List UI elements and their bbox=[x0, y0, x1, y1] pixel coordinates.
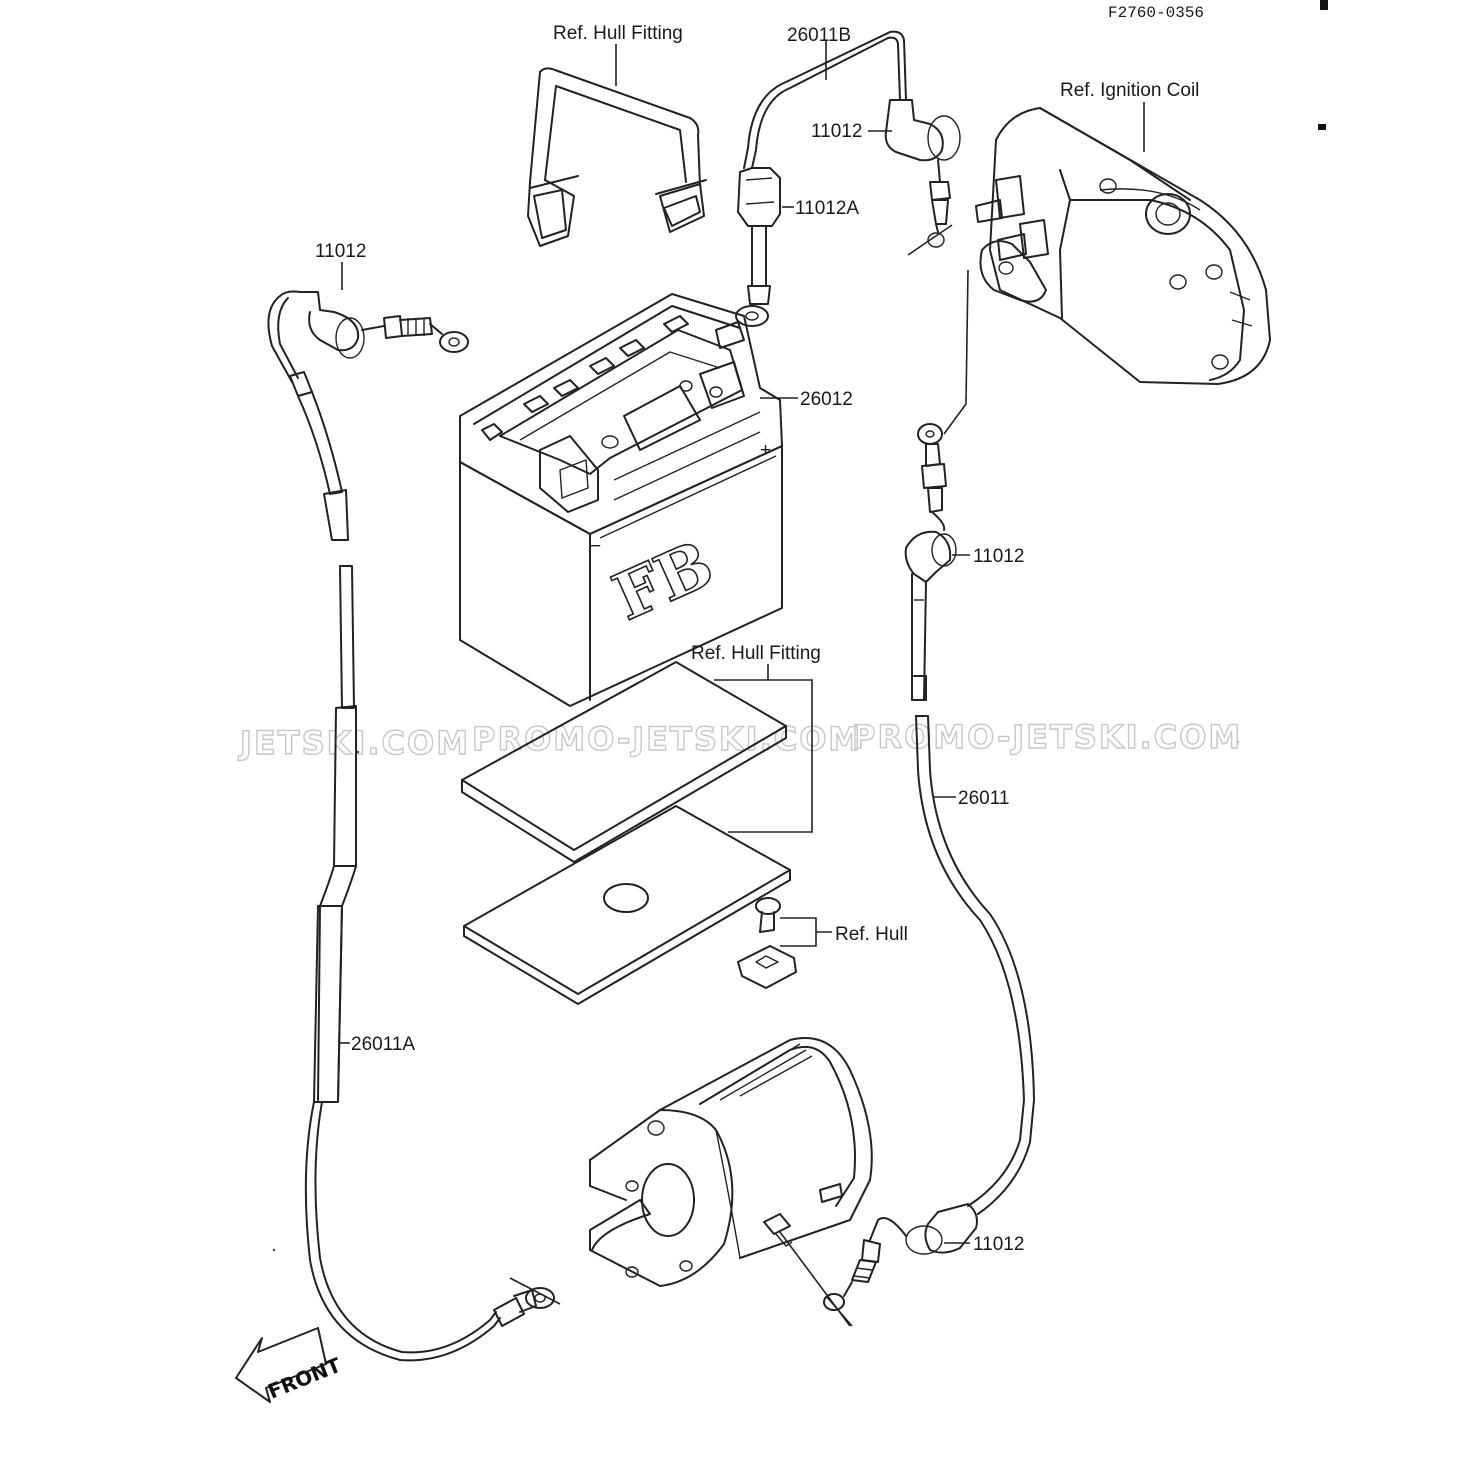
battery-plus: + bbox=[760, 440, 771, 461]
leader-starter-terminal bbox=[779, 1231, 851, 1327]
speck bbox=[1236, 740, 1240, 744]
label-hull: Ref. Hull bbox=[835, 924, 908, 945]
cable-26011b bbox=[735, 30, 961, 327]
front-arrow-label: FRONT bbox=[264, 1353, 344, 1404]
battery-minus: − bbox=[590, 536, 601, 557]
battery bbox=[459, 293, 783, 707]
watermark-part-3: PROMO-JETSKI.COM bbox=[852, 718, 1242, 756]
speck bbox=[356, 750, 360, 754]
speck bbox=[272, 1248, 276, 1252]
corner-mark-2 bbox=[1318, 124, 1326, 130]
label-hull-fitting-mid: Ref. Hull Fitting bbox=[691, 643, 821, 664]
leader-hull bbox=[780, 917, 832, 947]
ignition-coil bbox=[975, 107, 1271, 385]
hull-fastener bbox=[737, 897, 797, 989]
front-arrow bbox=[235, 1327, 327, 1403]
label-cap-11012-right: 11012 bbox=[973, 546, 1024, 567]
diagram-code: F2760-0356 bbox=[1108, 4, 1204, 22]
label-cap-11012-bottom: 11012 bbox=[973, 1234, 1024, 1255]
battery-pads bbox=[461, 661, 791, 1005]
starter-motor bbox=[589, 1037, 873, 1287]
label-26012: 26012 bbox=[800, 389, 853, 410]
leader-hull-fitting-mid bbox=[714, 664, 813, 833]
label-11012a: 11012A bbox=[795, 198, 859, 219]
label-hull-fitting-top: Ref. Hull Fitting bbox=[553, 23, 683, 44]
label-cap-11012-top: 11012 bbox=[811, 121, 862, 142]
label-26011: 26011 bbox=[958, 788, 1009, 809]
label-26011b: 26011B bbox=[787, 25, 851, 46]
watermark-part-2: PROMO-JETSKI.COM bbox=[472, 720, 862, 758]
watermark: JETSKI.COM PROMO-JETSKI.COM PROMO-JETSKI… bbox=[237, 717, 1242, 762]
label-cap-11012-left: 11012 bbox=[315, 241, 366, 262]
battery-mark: FB bbox=[603, 527, 724, 636]
corner-mark bbox=[1320, 0, 1328, 10]
cap-11012-left bbox=[267, 290, 469, 383]
watermark-part-1: JETSKI.COM bbox=[238, 724, 470, 762]
label-26011a: 26011A bbox=[351, 1034, 415, 1055]
label-ignition-coil: Ref. Ignition Coil bbox=[1060, 80, 1199, 101]
cable-26011a bbox=[289, 371, 561, 1362]
cable-26011 bbox=[823, 269, 1035, 1327]
hull-fitting-strap bbox=[527, 67, 707, 247]
